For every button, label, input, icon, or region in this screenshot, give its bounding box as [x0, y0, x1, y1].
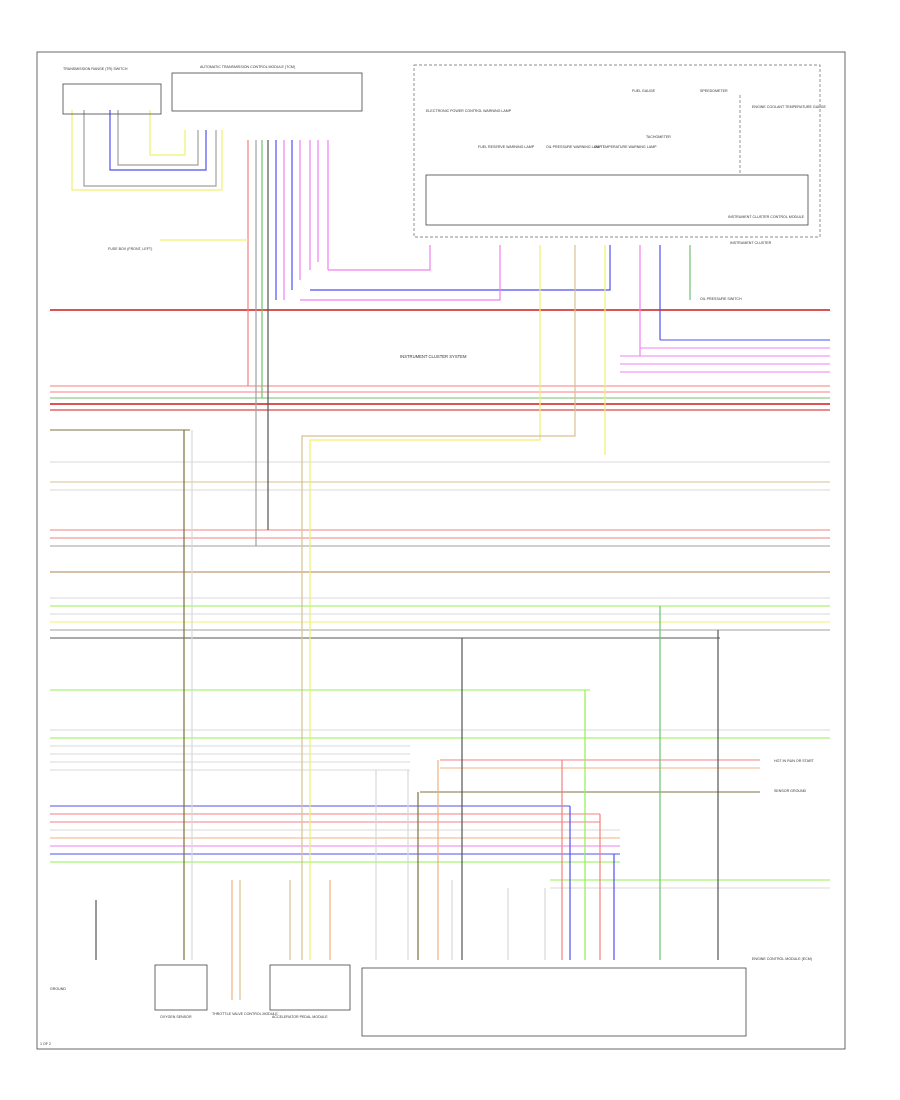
oxygen-sensor — [154, 964, 208, 1011]
oxygen-sensor-label: OXYGEN SENSOR — [160, 1015, 192, 1019]
cluster-wire — [310, 245, 611, 291]
diagram-frame — [36, 51, 846, 1050]
cluster-wire — [328, 245, 431, 271]
instrument-cluster-frame — [413, 64, 821, 238]
ecm-label: ENGINE CONTROL MODULE (ECM) — [752, 957, 812, 961]
accelerator-pedal-label: ACCELERATOR PEDAL MODULE — [272, 1015, 328, 1019]
trs-wire — [83, 110, 217, 187]
cluster-wire — [309, 245, 541, 960]
trs-wire — [149, 110, 186, 156]
trs-wire — [109, 110, 207, 171]
trs-wire — [117, 110, 199, 166]
fuse-box-label: FUSE BOX (FRONT, LEFT) — [108, 247, 152, 251]
wires — [50, 110, 830, 1000]
ground-label: GROUND — [50, 987, 66, 991]
speedometer-label: SPEEDOMETER — [700, 89, 728, 93]
oil-temperature-lamp-label: OIL TEMPERATURE WARNING LAMP — [594, 145, 657, 149]
engine-coolant-gauge-label: ENGINE COOLANT TEMPERATURE GAUGE — [752, 105, 826, 109]
sensor-ground-label: SENSOR GROUND — [774, 789, 807, 793]
cluster-wire — [300, 245, 501, 301]
instrument-cluster-module-label: INSTRUMENT CLUSTER CONTROL MODULE — [728, 215, 805, 219]
electronic-power-control-label: ELECTRONIC POWER CONTROL WARNING LAMP — [426, 109, 512, 113]
throttle-module-label: THROTTLE VALVE CONTROL MODULE — [212, 1012, 278, 1016]
tcm-label: AUTOMATIC TRANSMISSION CONTROL MODULE (T… — [200, 65, 295, 69]
instrument-cluster-label: INSTRUMENT CLUSTER — [730, 241, 772, 245]
fuel-reserve-label: FUEL RESERVE WARNING LAMP — [478, 145, 535, 149]
tachometer-label: TACHOMETER — [646, 135, 671, 139]
hot-in-run-label: HOT IN RUN OR START — [774, 759, 815, 763]
trs-wire — [71, 110, 223, 191]
engine-control-module — [361, 967, 747, 1037]
transmission-range-switch — [62, 83, 162, 115]
oil-pressure-lamp-label: OIL PRESSURE WARNING LAMP — [546, 145, 602, 149]
oil-pressure-switch-label: OIL PRESSURE SWITCH — [700, 297, 742, 301]
fuel-gauge-label: FUEL GAUGE — [632, 89, 656, 93]
sheet-label: 1 OF 2 — [40, 1042, 51, 1046]
cluster-wire — [301, 245, 576, 960]
transmission-control-module — [171, 72, 363, 112]
instrument-cluster-system-label: INSTRUMENT CLUSTER SYSTEM — [400, 354, 467, 359]
accelerator-pedal-module — [269, 964, 351, 1011]
instrument-cluster-control-module — [425, 174, 809, 226]
transmission-range-switch-label: TRANSMISSION RANGE (TR) SWITCH — [63, 67, 128, 71]
